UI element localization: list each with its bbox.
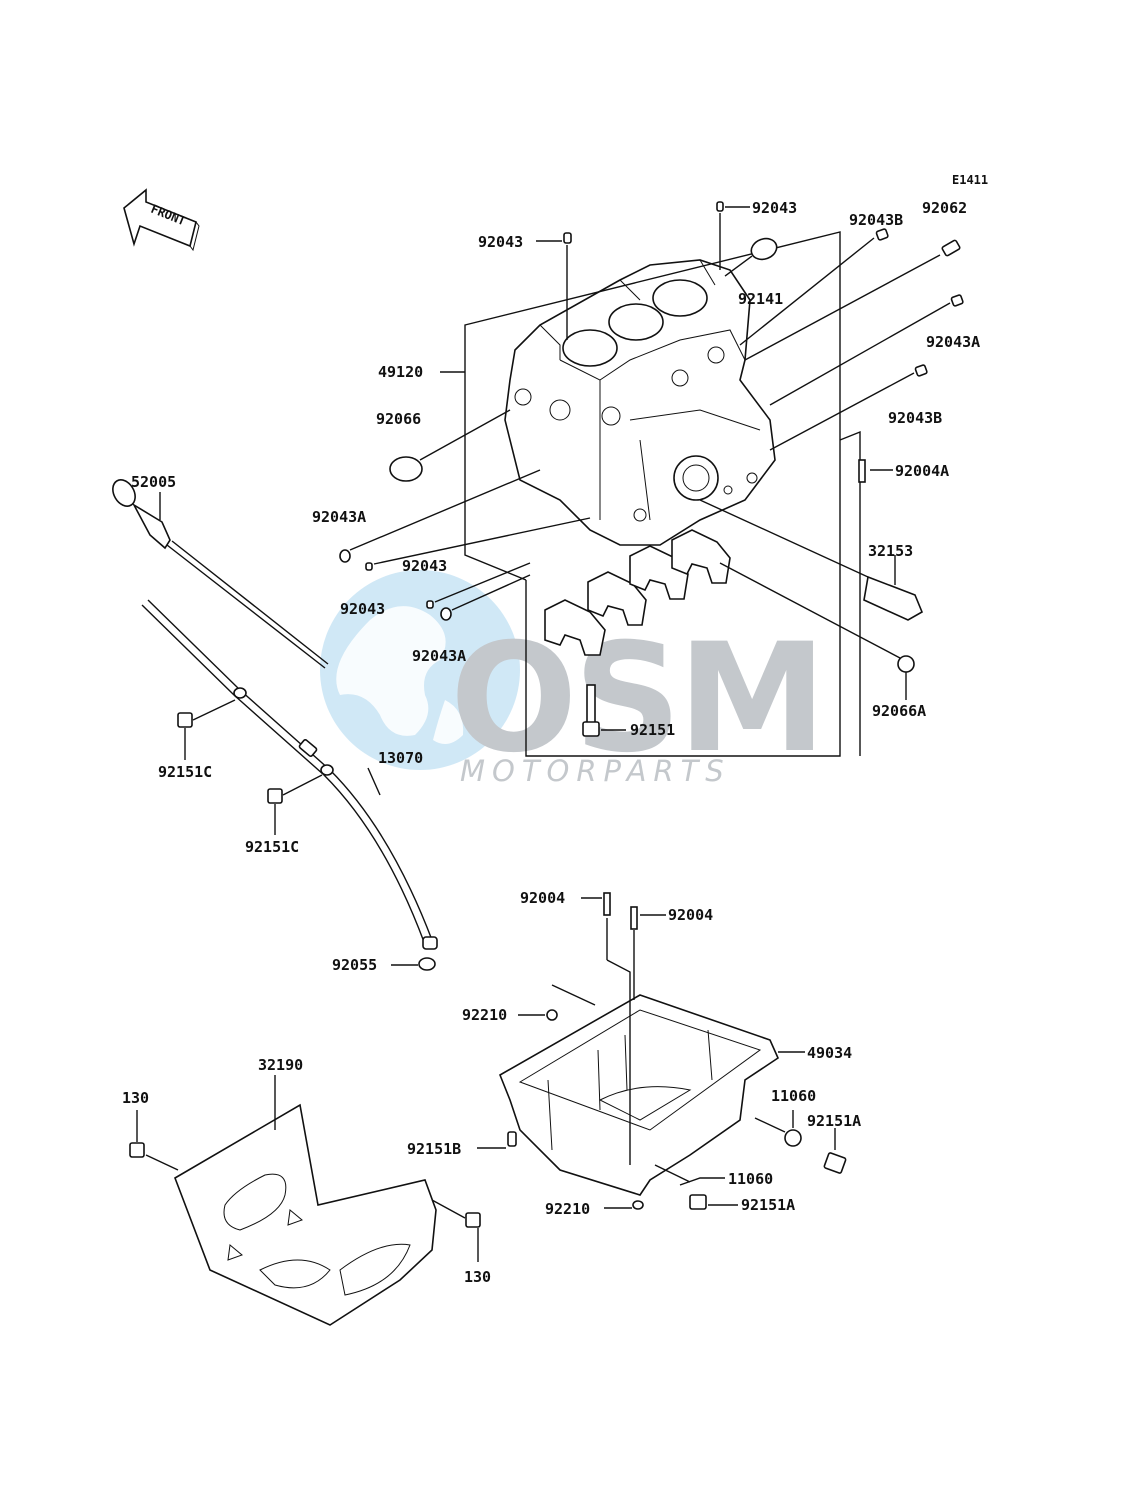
label-92151C-a: 92151C — [158, 763, 212, 781]
label-92141: 92141 — [738, 290, 783, 308]
label-92004-b: 92004 — [668, 906, 713, 924]
cylinder-block — [504, 259, 776, 546]
label-92004A: 92004A — [895, 462, 949, 480]
skid-plate — [129, 1075, 481, 1326]
label-92210-b: 92210 — [545, 1200, 590, 1218]
label-92004-a: 92004 — [520, 889, 565, 907]
label-92043B-mid: 92043B — [888, 409, 942, 427]
label-11060-b: 11060 — [728, 1170, 773, 1188]
watermark: OSM MOTORPARTS — [320, 570, 827, 788]
part-labels: 92043 92043 92043B 92062 92141 92043A 49… — [122, 199, 980, 1286]
label-92043-left: 92043 — [478, 233, 523, 251]
front-arrow-icon: FRONT — [123, 188, 200, 252]
label-49120: 49120 — [378, 363, 423, 381]
label-92151C-b: 92151C — [245, 838, 299, 856]
label-130-b: 130 — [464, 1268, 491, 1286]
dipstick-assembly — [112, 479, 438, 971]
label-92210-a: 92210 — [462, 1006, 507, 1024]
label-92151A-b: 92151A — [741, 1196, 795, 1214]
label-92062: 92062 — [922, 199, 967, 217]
oil-pipe-fitting — [699, 499, 924, 700]
label-92043A-low: 92043A — [412, 647, 466, 665]
label-92066A: 92066A — [872, 702, 926, 720]
block-bracket — [440, 231, 861, 757]
label-32190: 32190 — [258, 1056, 303, 1074]
watermark-brand: OSM — [450, 612, 823, 786]
label-92055: 92055 — [332, 956, 377, 974]
label-49034: 49034 — [807, 1044, 852, 1062]
dowels — [339, 201, 964, 621]
oil-pan — [477, 892, 847, 1210]
label-130-a: 130 — [122, 1089, 149, 1107]
label-92043-top: 92043 — [752, 199, 797, 217]
label-92043-mid: 92043 — [402, 557, 447, 575]
label-92151: 92151 — [630, 721, 675, 739]
diagram-code: E1411 — [952, 173, 988, 187]
label-92043B-top: 92043B — [849, 211, 903, 229]
label-92066: 92066 — [376, 410, 421, 428]
label-11060-a: 11060 — [771, 1087, 816, 1105]
label-92043A-right: 92043A — [926, 333, 980, 351]
label-92151B: 92151B — [407, 1140, 461, 1158]
bearing-cap-bolt — [582, 684, 626, 737]
label-52005: 52005 — [131, 473, 176, 491]
label-92043A-left: 92043A — [312, 508, 366, 526]
label-32153: 32153 — [868, 542, 913, 560]
label-92151A-a: 92151A — [807, 1112, 861, 1130]
label-13070: 13070 — [378, 749, 423, 767]
label-92043-low: 92043 — [340, 600, 385, 618]
bearing-caps — [544, 529, 731, 656]
watermark-sub: MOTORPARTS — [460, 754, 731, 788]
